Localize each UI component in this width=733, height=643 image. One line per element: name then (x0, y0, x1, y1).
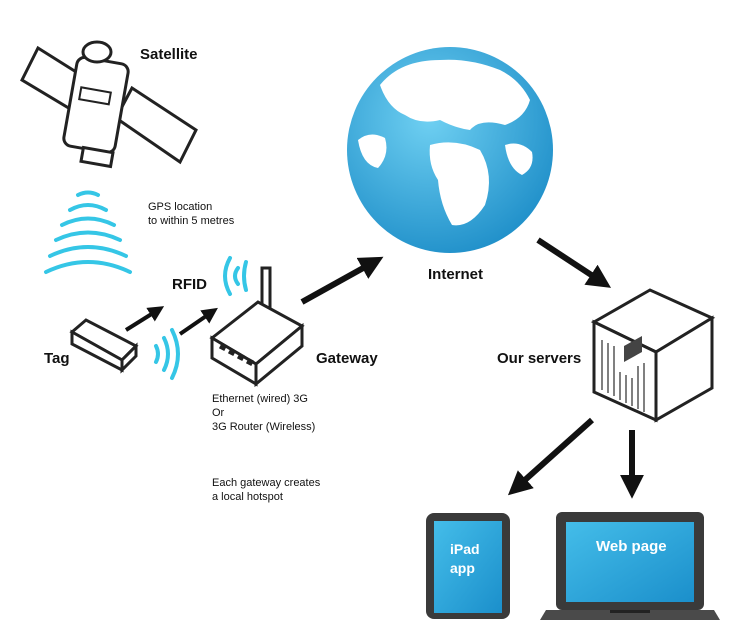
tag-label: Tag (44, 350, 70, 367)
connection-caption: Ethernet (wired) 3G Or 3G Router (Wirele… (212, 392, 315, 434)
server-icon (590, 288, 716, 423)
tag-wireless-icon (154, 328, 180, 380)
satellite-icon (20, 40, 198, 169)
laptop-icon (540, 512, 720, 620)
satellite-label: Satellite (140, 46, 198, 63)
hotspot-caption: Each gateway creates a local hotspot (212, 476, 320, 504)
gateway-router-icon (209, 266, 305, 388)
gateway-wireless-icon (223, 256, 248, 296)
rfid-label: RFID (172, 276, 207, 293)
ipad-screen-line2: app (450, 560, 475, 576)
gateway-to-internet-arrow (300, 256, 384, 305)
gps-caption-line2: to within 5 metres (148, 215, 235, 227)
ipad-screen-text: iPad app (450, 540, 480, 578)
servers-to-ipad-arrow (507, 417, 595, 496)
servers-label: Our servers (497, 350, 582, 367)
rfid-tag-icon (69, 318, 139, 374)
tag-to-rfid-arrow (124, 306, 165, 332)
connection-caption-line3: 3G Router (Wireless) (212, 421, 316, 433)
hotspot-caption-line1: Each gateway creates (212, 477, 321, 489)
gps-caption-line1: GPS location (148, 201, 213, 213)
ipad-icon (426, 513, 510, 619)
hotspot-caption-line2: a local hotspot (212, 491, 283, 503)
internet-globe-icon (347, 47, 553, 253)
gateway-label: Gateway (316, 350, 378, 367)
connection-caption-line1: Ethernet (wired) 3G (212, 393, 308, 405)
tag-to-gateway-arrow (178, 307, 218, 336)
internet-label: Internet (428, 266, 484, 283)
laptop-screen-text: Web page (596, 538, 667, 555)
internet-to-servers-arrow (536, 237, 612, 288)
gps-caption: GPS location to within 5 metres (148, 200, 234, 228)
gps-signal-icon (44, 190, 132, 274)
ipad-screen-line1: iPad (450, 541, 480, 557)
connection-caption-line2: Or (212, 407, 225, 419)
